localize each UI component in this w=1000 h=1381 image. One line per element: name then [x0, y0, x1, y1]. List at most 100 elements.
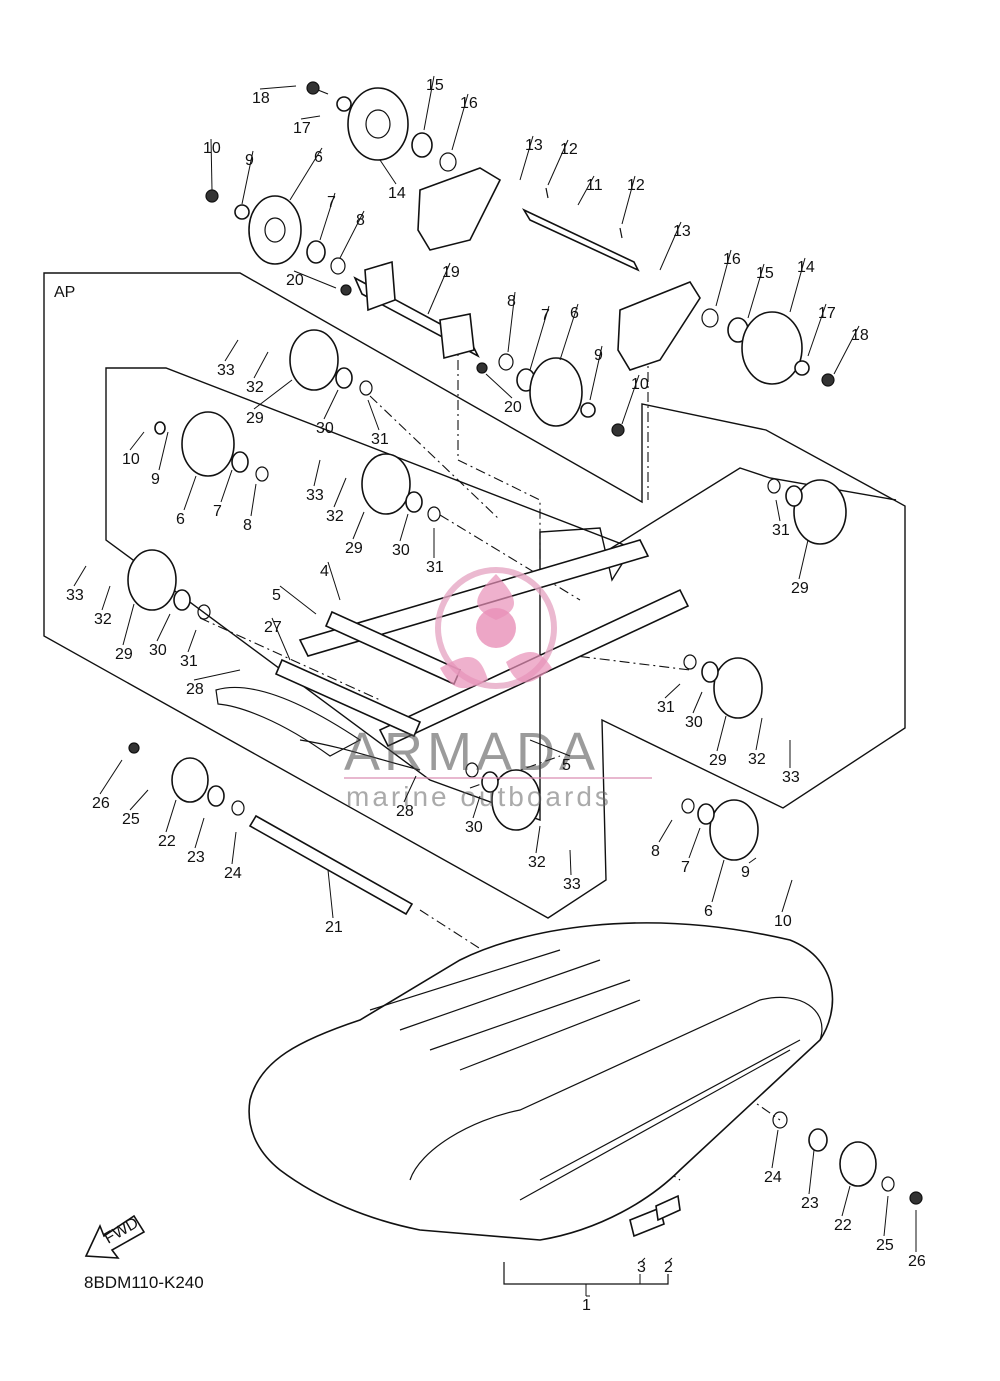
- callout-31: 31: [772, 522, 790, 539]
- callout-30: 30: [149, 642, 167, 659]
- callout-leader: [313, 459, 321, 487]
- callout-6: 6: [314, 149, 323, 166]
- callout-6: 6: [704, 903, 713, 920]
- callout-6: 6: [176, 511, 185, 528]
- diagram-code: 8BDM110-K240: [84, 1273, 204, 1292]
- callout-28: 28: [186, 681, 204, 698]
- callout-20: 20: [504, 399, 522, 416]
- callout-leader: [664, 683, 681, 699]
- callout-leader: [210, 138, 213, 191]
- callout-leader: [224, 339, 239, 362]
- callout-30: 30: [465, 819, 483, 836]
- fwd-arrow-icon: FWD: [84, 1215, 146, 1259]
- callout-leader: [640, 1257, 646, 1263]
- callout-leader: [589, 345, 603, 401]
- callout-7: 7: [681, 859, 690, 876]
- callout-leader: [658, 819, 673, 843]
- callout-8: 8: [651, 843, 660, 860]
- callout-16: 16: [460, 95, 478, 112]
- callout-leader: [775, 499, 781, 522]
- callout-33: 33: [217, 362, 235, 379]
- callout-leader: [327, 869, 334, 919]
- callout-5: 5: [272, 587, 281, 604]
- callout-leader: [833, 325, 860, 375]
- watermark-tagline: marine outboards: [346, 781, 612, 812]
- callout-20: 20: [286, 272, 304, 289]
- callout-28: 28: [396, 803, 414, 820]
- callout-leader: [559, 303, 579, 361]
- callout-leader: [165, 799, 177, 833]
- callout-leader: [667, 1257, 673, 1263]
- callout-11: 11: [586, 177, 603, 194]
- callout-leader: [485, 373, 513, 399]
- watermark-brand: ARMADA: [344, 722, 599, 782]
- callout-10: 10: [774, 913, 792, 930]
- callout-leader: [688, 827, 701, 859]
- callout-leader: [659, 221, 682, 271]
- callout-leader: [194, 817, 205, 849]
- callout-33: 33: [563, 876, 581, 893]
- callout-30: 30: [392, 542, 410, 559]
- callout-8: 8: [243, 517, 252, 534]
- callout-leader: [259, 85, 297, 90]
- callout-9: 9: [741, 864, 750, 881]
- callout-27: 27: [264, 619, 282, 636]
- callout-leader: [692, 691, 703, 714]
- callout-12: 12: [627, 177, 645, 194]
- callout-18: 18: [851, 327, 869, 344]
- callout-21: 21: [325, 919, 343, 936]
- callout-7: 7: [213, 503, 222, 520]
- callout-leader: [427, 262, 451, 315]
- callout-14: 14: [388, 185, 406, 202]
- callout-leader: [711, 859, 725, 903]
- callout-13: 13: [525, 137, 543, 154]
- callout-29: 29: [246, 410, 264, 427]
- callout-30: 30: [685, 714, 703, 731]
- callout-leader: [423, 75, 435, 131]
- callout-leader: [771, 1129, 779, 1169]
- callout-leader: [841, 1185, 851, 1217]
- callout-leader: [747, 263, 765, 319]
- callout-leader: [808, 1149, 815, 1195]
- callout-25: 25: [122, 811, 140, 828]
- callout-leader: [271, 617, 291, 661]
- callout-18: 18: [252, 90, 270, 107]
- callout-29: 29: [115, 646, 133, 663]
- callout-23: 23: [801, 1195, 819, 1212]
- callout-leader: [472, 795, 481, 819]
- callout-leader: [156, 613, 171, 642]
- callout-leader: [507, 291, 516, 353]
- callout-leader: [158, 431, 169, 471]
- callout-leader: [399, 513, 409, 542]
- callout-8: 8: [356, 212, 365, 229]
- callout-25: 25: [876, 1237, 894, 1254]
- callout-leader: [716, 715, 727, 752]
- callout-26: 26: [908, 1253, 926, 1270]
- callout-10: 10: [203, 140, 221, 157]
- callout-leader: [73, 565, 87, 587]
- callout-9: 9: [151, 471, 160, 488]
- callout-17: 17: [293, 120, 311, 137]
- callout-leader: [319, 192, 336, 241]
- callout-31: 31: [180, 653, 198, 670]
- callout-leader: [621, 175, 636, 225]
- callout-leader: [279, 585, 317, 615]
- callout-leader: [577, 175, 595, 206]
- slide-rail-assembly: [127, 329, 847, 916]
- callout-leader: [789, 257, 806, 313]
- callout-33: 33: [66, 587, 84, 604]
- callout-leader: [323, 389, 339, 420]
- callout-29: 29: [709, 752, 727, 769]
- callout-leader: [403, 775, 417, 803]
- callout-22: 22: [158, 833, 176, 850]
- callout-leader: [187, 629, 197, 653]
- callout-leader: [748, 857, 757, 864]
- callout-leader: [122, 603, 135, 646]
- callout-29: 29: [791, 580, 809, 597]
- callout-leader: [529, 305, 550, 371]
- callout-9: 9: [245, 152, 254, 169]
- callout-4: 4: [320, 563, 329, 580]
- callout-leader: [547, 139, 569, 186]
- callout-19: 19: [442, 264, 460, 281]
